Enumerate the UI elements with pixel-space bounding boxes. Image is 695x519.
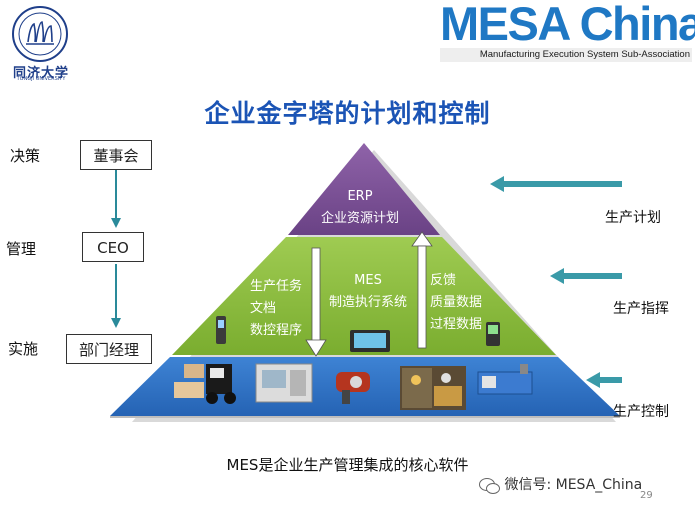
injection-machine-icon xyxy=(477,364,533,395)
org-box-department-manager: 部门经理 xyxy=(66,334,152,364)
level-label-management: 管理 xyxy=(6,240,37,258)
enterprise-pyramid xyxy=(110,143,620,422)
wechat-icon xyxy=(478,476,500,494)
hierarchy-connector xyxy=(111,170,121,328)
page-title: 企业金字塔的计划和控制 xyxy=(204,99,491,128)
cnc-machine-icon xyxy=(255,363,313,403)
label-production-command: 生产指挥 xyxy=(613,301,669,317)
org-box-ceo: CEO xyxy=(82,232,144,262)
document-label: 文档 xyxy=(250,301,277,316)
process-data-label: 过程数据 xyxy=(430,317,483,332)
pyramid-top-erp xyxy=(288,143,440,235)
tongji-name: 同济大学 xyxy=(12,66,69,81)
tongji-name-en: TONGJI UNIVERSITY xyxy=(16,76,66,82)
robot-arm-icon xyxy=(336,372,370,404)
feedback-label: 反馈 xyxy=(430,273,457,288)
wechat-watermark: 微信号: MESA_China xyxy=(478,474,692,500)
pyramid-middle-mes xyxy=(172,237,556,355)
erp-description: 企业资源计划 xyxy=(320,211,399,226)
org-box-board: 董事会 xyxy=(80,140,152,170)
label-production-planning: 生产计划 xyxy=(605,210,661,226)
mes-description: 制造执行系统 xyxy=(328,295,407,310)
caption: MES是企业生产管理集成的核心软件 xyxy=(226,456,469,474)
erp-label: ERP xyxy=(347,189,373,204)
mesa-subtitle: Manufacturing Execution System Sub-Assoc… xyxy=(440,48,692,62)
handheld-terminal-icon xyxy=(486,322,500,346)
tongji-university-logo xyxy=(12,6,68,62)
quality-data-label: 质量数据 xyxy=(430,295,483,310)
label-production-control: 生产控制 xyxy=(613,404,669,420)
barcode-scanner-icon xyxy=(216,316,226,344)
right-arrows xyxy=(490,176,622,388)
wechat-text: 微信号: MESA_China xyxy=(504,477,643,493)
nc-program-label: 数控程序 xyxy=(250,323,303,338)
level-label-execution: 实施 xyxy=(8,340,39,358)
task-label: 生产任务 xyxy=(250,279,303,294)
mesa-china-logo: MESA China xyxy=(440,0,695,50)
factory-workers-photo xyxy=(400,366,466,410)
mes-label: MES xyxy=(354,273,382,288)
forklift-icon xyxy=(174,364,236,404)
page-number: 29 xyxy=(640,490,653,501)
touch-panel-icon xyxy=(350,330,390,352)
level-label-decision: 决策 xyxy=(10,147,41,165)
